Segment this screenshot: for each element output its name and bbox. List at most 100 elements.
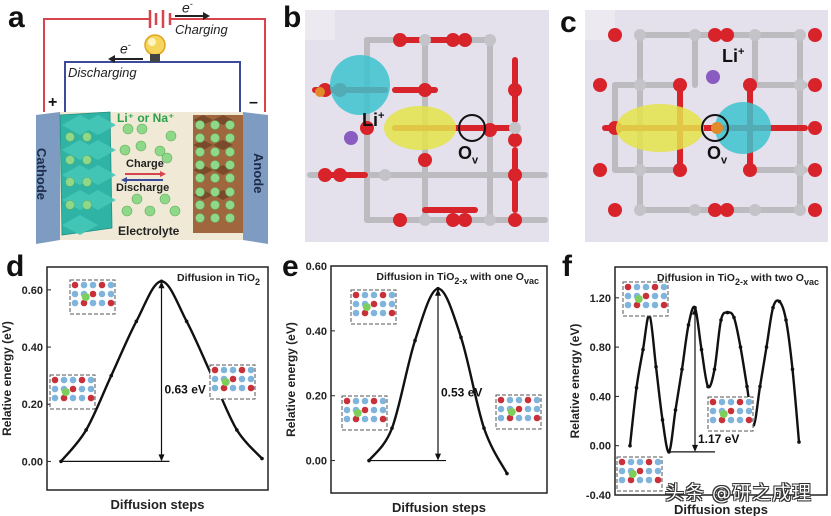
data-point (482, 426, 486, 430)
y-axis-label: Relative energy (eV) (568, 324, 582, 439)
data-point (436, 286, 440, 291)
data-point (790, 367, 795, 372)
panel-label-b: b (283, 1, 302, 34)
y-tick-label: 0.40 (22, 342, 43, 354)
structure-inset (209, 364, 256, 400)
data-point (628, 443, 632, 448)
data-point (505, 471, 509, 476)
x-axis-label: Diffusion steps (111, 497, 205, 512)
y-tick-label: 1.20 (590, 293, 611, 305)
electrolyte-label: Electrolyte (118, 224, 180, 238)
barrier-annotation: 0.63 eV (165, 382, 206, 396)
charging-label: Charging (175, 22, 228, 37)
chart-title: Diffusion in TiO2-x with two Ovac (657, 272, 819, 287)
data-point (641, 347, 645, 352)
panel-label-a: a (8, 1, 25, 34)
data-point (706, 384, 710, 389)
data-point (260, 456, 264, 461)
charging-electron-label: e- (182, 0, 193, 16)
y-tick-label: -0.40 (586, 490, 611, 502)
data-point (719, 318, 723, 322)
panel-label-c: c (560, 6, 577, 39)
y-tick-label: 0.80 (590, 342, 611, 354)
ov-symbol: O (707, 143, 722, 163)
data-point (725, 310, 730, 315)
data-point (758, 384, 762, 389)
barrier-annotation: 0.53 eV (441, 386, 482, 400)
ov-symbol: O (458, 143, 473, 163)
data-point (784, 318, 788, 322)
data-point (390, 426, 394, 430)
data-point (184, 319, 189, 324)
data-point (777, 299, 782, 304)
x-axis-label: Diffusion steps (392, 500, 486, 515)
data-point (673, 408, 678, 412)
li-ion-label-b: Li+ (362, 110, 384, 131)
x-axis-label: Diffusion steps (674, 502, 768, 516)
li-charge: + (378, 110, 385, 122)
chart-title: Diffusion in TiO2-x with one Ovac (376, 271, 539, 286)
data-point (738, 345, 743, 349)
y-tick-label: 0.40 (590, 391, 611, 403)
chart-title: Diffusion in TiO2 (177, 272, 260, 287)
data-point (235, 428, 239, 432)
anode-label: Anode (251, 153, 266, 194)
plot-frame (46, 266, 269, 491)
y-tick-label: 0.20 (22, 399, 43, 411)
structure-inset (350, 289, 397, 325)
oxygen-vacancy-label-c: Ov (707, 143, 727, 167)
data-point (159, 279, 164, 284)
data-point (686, 323, 691, 327)
y-axis-label: Relative energy (eV) (284, 322, 298, 437)
panel-label-f: f (562, 250, 572, 283)
panel-label-d: d (6, 250, 25, 283)
barrier-annotation: 1.17 eV (698, 432, 739, 446)
li-charge: + (738, 46, 745, 58)
ion-label: Li⁺ or Na⁺ (117, 111, 175, 125)
data-point (654, 365, 658, 369)
structure-inset (495, 394, 542, 430)
data-point (732, 315, 736, 320)
data-point (84, 428, 88, 432)
electron-superscript: - (127, 40, 131, 50)
data-point (771, 305, 775, 310)
data-point (712, 367, 717, 372)
y-tick-label: 0.00 (590, 441, 611, 453)
data-point (660, 418, 665, 422)
li-symbol: Li (362, 110, 378, 130)
data-point (699, 347, 704, 352)
structure-inset (616, 456, 663, 492)
electron-symbol: e (120, 40, 128, 57)
y-tick-label: 0.40 (306, 326, 327, 338)
li-symbol: Li (722, 46, 738, 66)
structure-inset (622, 281, 669, 317)
discharge-label: Discharge (116, 182, 170, 194)
li-ion-label-c: Li+ (722, 46, 744, 67)
data-point (459, 335, 463, 340)
y-tick-label: 0.60 (306, 261, 327, 273)
structure-inset (49, 374, 96, 410)
panel-label-e: e (282, 250, 299, 283)
data-point (134, 319, 139, 324)
ov-subscript: v (472, 154, 479, 167)
negative-terminal: – (249, 94, 258, 111)
data-point (797, 440, 801, 444)
oxygen-vacancy-label-b: Ov (458, 143, 478, 167)
electron-symbol: e (182, 0, 190, 16)
data-point (680, 367, 684, 372)
watermark: 头条 @研之成理 (665, 482, 813, 504)
y-tick-label: 0.60 (22, 285, 43, 297)
battery-schematic (36, 10, 268, 244)
y-tick-label: 0.20 (306, 391, 327, 403)
tio2-structure-b (305, 10, 549, 242)
data-point (764, 345, 769, 349)
discharging-electron-label: e- (120, 40, 131, 57)
data-point (745, 384, 749, 389)
tio2-structure-c (585, 10, 828, 242)
structure-inset (341, 395, 388, 431)
data-point (109, 373, 114, 378)
charge-label: Charge (126, 158, 164, 170)
